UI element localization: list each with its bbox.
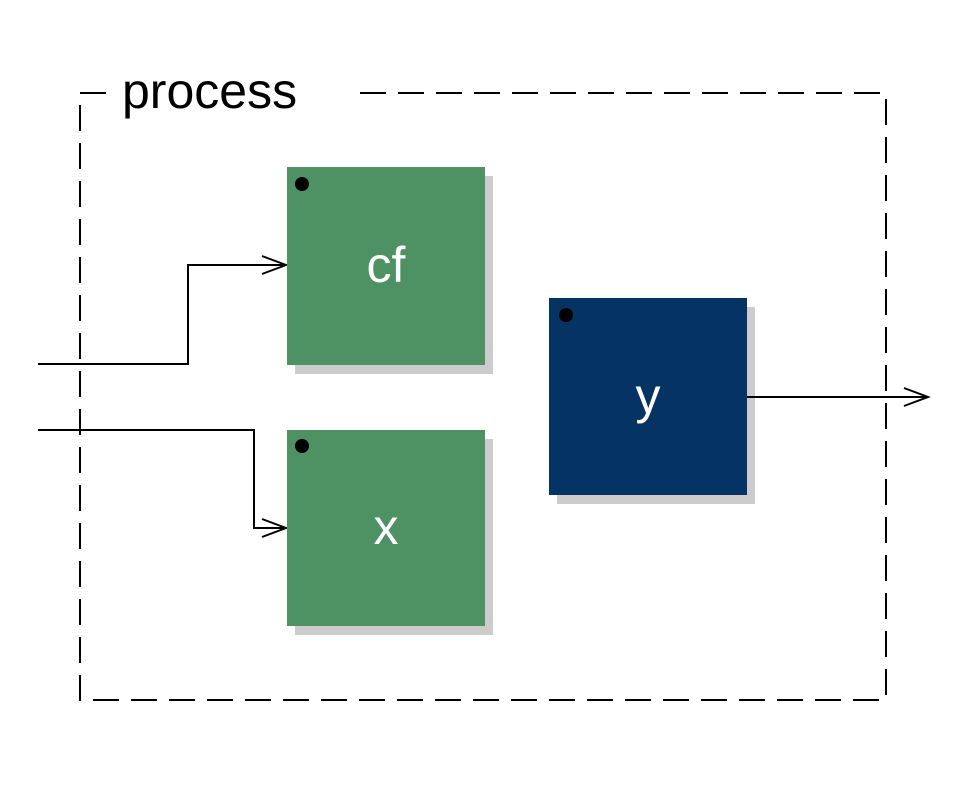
group-frame bbox=[79, 92, 887, 701]
block-cf-body[interactable] bbox=[287, 167, 485, 365]
block-cf-label: cf bbox=[367, 237, 406, 293]
wire-to-x bbox=[38, 429, 286, 529]
block-cf[interactable]: cf bbox=[287, 167, 493, 374]
block-x-dot bbox=[295, 439, 309, 453]
output-wire-y bbox=[747, 387, 931, 407]
arrowhead-out bbox=[903, 387, 931, 407]
block-y-dot bbox=[559, 308, 573, 322]
block-y[interactable]: y bbox=[549, 298, 755, 504]
block-cf-dot bbox=[295, 177, 309, 191]
input-wire-cf bbox=[38, 255, 289, 365]
group-label: process bbox=[122, 63, 297, 119]
process-group: process bbox=[79, 63, 887, 701]
block-y-label: y bbox=[636, 368, 661, 424]
arrowhead-x bbox=[261, 518, 289, 538]
block-y-body[interactable] bbox=[549, 298, 747, 495]
block-x[interactable]: x bbox=[287, 430, 493, 635]
block-x-body[interactable] bbox=[287, 430, 485, 626]
block-x-label: x bbox=[374, 499, 399, 555]
wire-to-cf bbox=[38, 264, 286, 365]
input-wire-x bbox=[38, 429, 289, 538]
arrowhead-cf bbox=[261, 255, 289, 275]
